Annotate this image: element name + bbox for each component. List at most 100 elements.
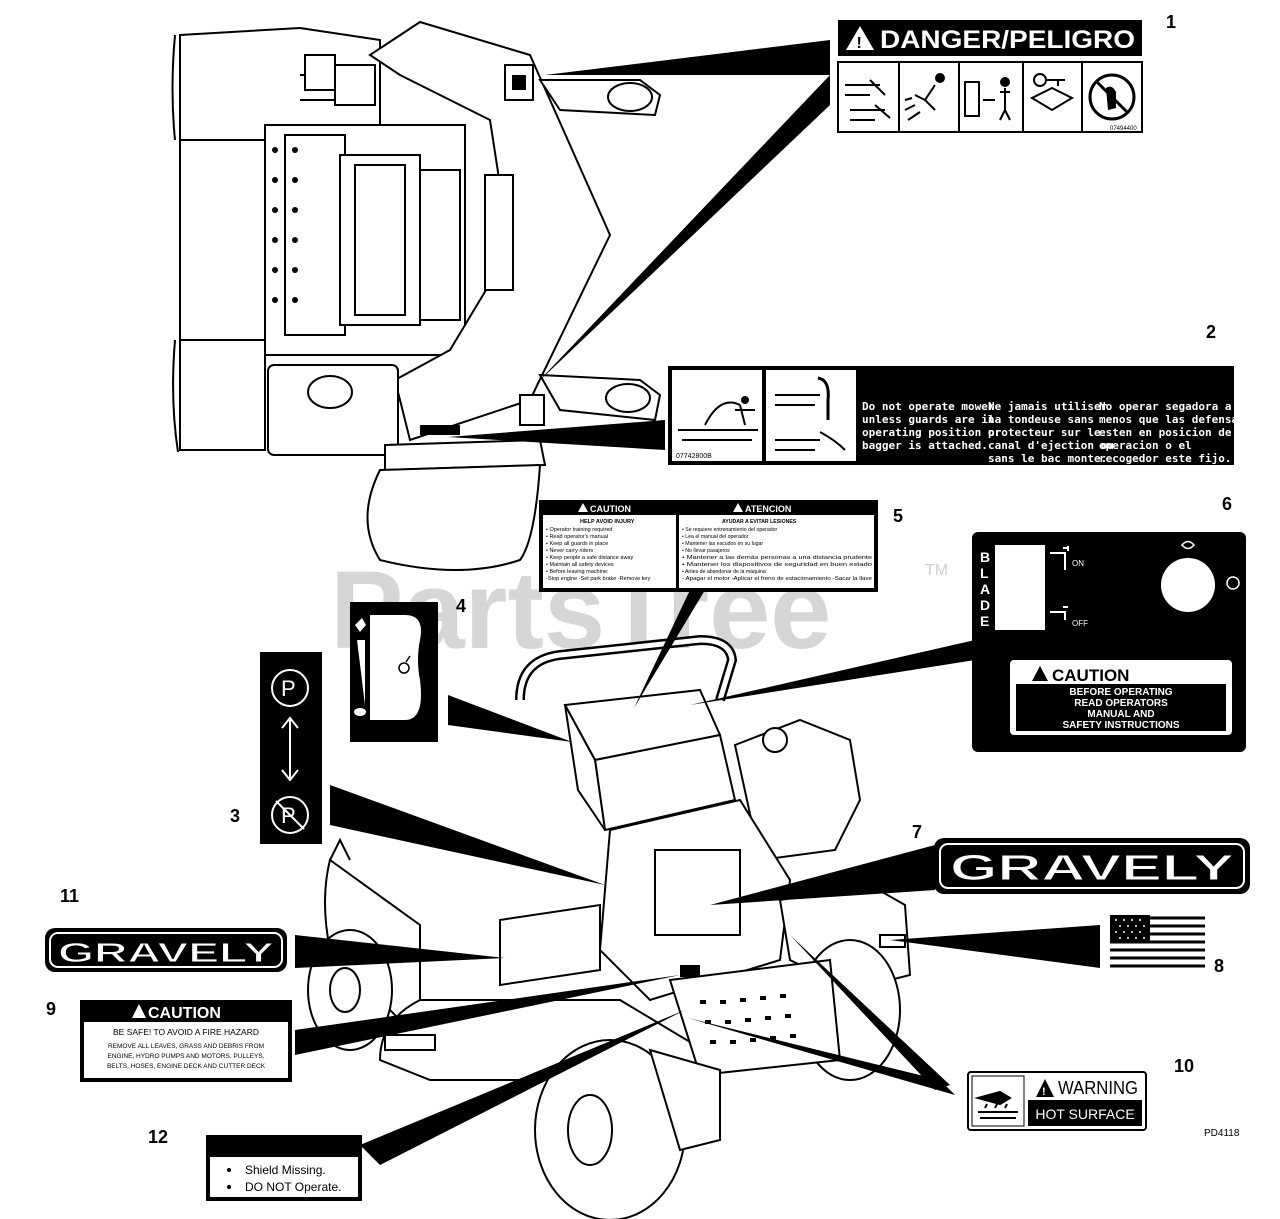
svg-text:A: A [980,581,990,597]
svg-text:Ne jamais utiliser: Ne jamais utiliser [988,400,1108,413]
svg-text:• Mantener a las demás persona: • Mantener a las demás personas a una di… [682,555,872,561]
decal-2-part: 07742800B [676,453,712,460]
svg-text:No operar segadora a: No operar segadora a [1099,400,1231,413]
svg-text:• Se requiere entrenamiento de: • Se requiere entrenamiento del operador [682,527,778,533]
svg-text:REMOVE ALL LEAVES, GRASS AND D: REMOVE ALL LEAVES, GRASS AND DEBRIS FROM [108,1043,264,1050]
front-view-machine [307,634,912,1219]
top-view-machine [171,20,662,571]
callout-1: 1 [1166,12,1176,32]
svg-text:operacion o el: operacion o el [1099,439,1192,452]
svg-text:• Keep all guards in place: • Keep all guards in place [546,541,608,547]
svg-text:ON: ON [1072,559,1084,568]
svg-text:esten en posicion de: esten en posicion de [1099,426,1232,439]
svg-text:• Keep people a safe distance: • Keep people a safe distance away [546,555,633,561]
svg-text:P: P [281,803,296,828]
decal-2-text-fr: Ne jamais utiliser la tondeuse sans prot… [988,400,1114,465]
callout-6: 6 [1222,494,1232,514]
svg-text:unless guards are in: unless guards are in [862,413,994,426]
svg-text:BEFORE OPERATING: BEFORE OPERATING [1069,687,1172,698]
thrown-object-icon [904,73,945,121]
park-brake-letter: P [281,676,296,701]
decal-2-guards: 07742800B Do not operate mower unless gu… [668,366,1245,465]
decal-4-throttle [350,602,438,742]
svg-text:• Operator training required: • Operator training required [546,527,612,533]
callout-7: 7 [912,822,922,842]
svg-text:L: L [980,565,989,581]
svg-text:protecteur sur le: protecteur sur le [988,426,1101,439]
callout-12: 12 [148,1127,168,1147]
decal-8-us-flag [1110,915,1205,968]
svg-text:GRAVELY: GRAVELY [58,937,275,968]
callout-11: 11 [60,886,79,906]
svg-text:CAUTION: CAUTION [1052,666,1129,685]
svg-text:sans le bac monte.: sans le bac monte. [988,452,1107,465]
svg-text:ATENCION: ATENCION [745,504,791,514]
guard-in-place-icon [775,376,846,451]
discharge-hazard-icon [678,396,758,441]
svg-text:BELTS, HOSES, ENGINE DECK AND: BELTS, HOSES, ENGINE DECK AND CUTTER DEC… [107,1063,266,1070]
svg-text:HELP AVOID INJURY: HELP AVOID INJURY [580,519,635,525]
rabbit-icon [355,618,366,632]
svg-text:operating position or: operating position or [862,426,1001,439]
decal-3-park-brake: P P [260,652,322,844]
svg-text:!: ! [857,35,862,52]
decal-5-caution: CAUTION ATENCION HELP AVOID INJURY • Ope… [539,500,878,592]
svg-text:CAUTION: CAUTION [148,1005,221,1022]
svg-text:• Before leaving machine:: • Before leaving machine: [546,569,609,575]
leaders [295,40,1100,1165]
svg-text:ENGINE, HYDRO PUMPS AND MOTORS: ENGINE, HYDRO PUMPS AND MOTORS, PULLEYS, [108,1053,265,1060]
figure-code: PD4118 [1204,1128,1240,1139]
choke-icon [398,655,411,674]
decal-1-danger: ! DANGER/PELIGRO [837,20,1143,133]
svg-text:menos que las defensas: menos que las defensas [1099,413,1245,426]
callout-2: 2 [1206,322,1216,342]
svg-text:MANUAL AND: MANUAL AND [1087,709,1154,720]
decal-12-shield-missing: Shield Missing. DO NOT Operate. [206,1135,362,1201]
callout-5: 5 [893,506,903,526]
decal-1-title: DANGER/PELIGRO [880,26,1135,54]
turtle-icon [354,708,366,716]
svg-text:• Maintain all safety devices: • Maintain all safety devices [546,562,614,568]
callout-4: 4 [456,596,466,616]
callout-3: 3 [230,806,240,826]
decal-2-text-en: Do not operate mower unless guards are i… [862,400,1001,452]
decal-2-text-es: No operar segadora a menos que las defen… [1099,400,1245,465]
callout-numbers: 1 2 3 4 5 6 7 8 9 10 11 12 [46,12,1232,1147]
key-start-icon [1226,576,1240,590]
svg-text:Shield Missing.: Shield Missing. [245,1163,326,1177]
svg-text:Do not operate mower: Do not operate mower [862,400,995,413]
decal-6-blade-control: B L A D E ON OFF CAUTION BEFORE OPERATIN… [972,532,1246,752]
decal-1-part: 07494400 [1110,126,1137,132]
svg-text:!: ! [1042,1086,1046,1098]
svg-text:-Stop engine -Set park brake: -Stop engine -Set park brake -Remove key [546,576,650,582]
trademark: TM [925,562,948,579]
svg-text:HOT SURFACE: HOT SURFACE [1035,1106,1134,1122]
svg-text:la tondeuse sans: la tondeuse sans [988,413,1094,426]
no-riders-icon [1088,73,1136,121]
blade-on-icon [1050,546,1069,570]
manual-key-icon [1029,73,1075,112]
svg-text:• Read operator's manual: • Read operator's manual [546,534,608,540]
blade-off-icon [1050,606,1068,620]
callout-10: 10 [1174,1056,1194,1076]
decal-10-hot-surface: ! WARNING HOT SURFACE [967,1071,1147,1131]
decal-11-gravely-logo: GRAVELY [45,928,287,972]
svg-text:canal d'ejection ou: canal d'ejection ou [988,439,1114,452]
svg-text:• Mantener las escudos en su l: • Mantener las escudos en su lugar [682,541,763,547]
svg-text:BE SAFE! TO AVOID A FIRE HAZAR: BE SAFE! TO AVOID A FIRE HAZARD [113,1027,259,1037]
callout-8: 8 [1214,956,1224,976]
svg-text:• Antes de abandonar de la máq: • Antes de abandonar de la máquina: [682,569,767,575]
svg-text:WARNING: WARNING [1058,1078,1138,1098]
svg-text:AYUDAR A EVITAR LESIONES: AYUDAR A EVITAR LESIONES [722,519,797,525]
safe-distance-icon [964,77,1011,121]
key-run-icon [1181,540,1195,550]
svg-text:SAFETY INSTRUCTIONS: SAFETY INSTRUCTIONS [1062,720,1179,731]
svg-text:GRAVELY: GRAVELY [950,847,1234,888]
up-down-arrow-icon [281,716,299,782]
svg-text:E: E [980,613,989,629]
svg-text:recogedor este fijo.: recogedor este fijo. [1099,452,1231,465]
ignition-switch [1161,558,1215,612]
svg-text:• Lea el manual del operador: • Lea el manual del operador [682,534,749,540]
hand-blade-icon [845,79,891,121]
burn-hand-icon [974,1090,1018,1119]
